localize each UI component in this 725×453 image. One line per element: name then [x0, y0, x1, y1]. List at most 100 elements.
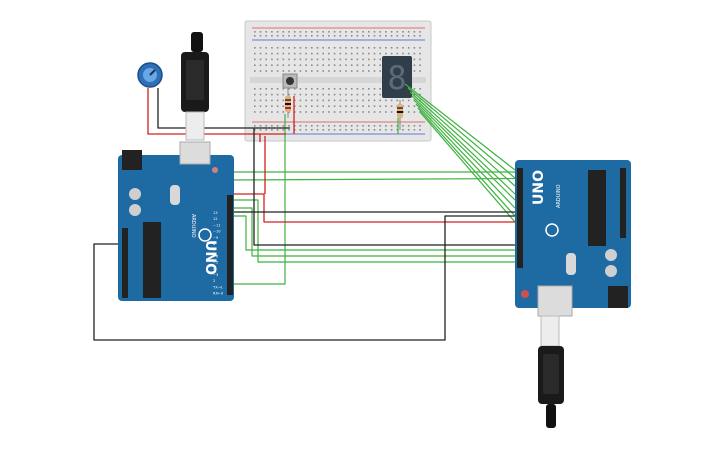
- breadboard-hole: [265, 125, 267, 127]
- breadboard-hole: [413, 52, 416, 55]
- breadboard-hole: [259, 105, 262, 107]
- breadboard-hole: [368, 58, 370, 61]
- breadboard-hole: [305, 70, 307, 72]
- breadboard-hole: [293, 64, 296, 66]
- breadboard-hole: [379, 52, 381, 55]
- breadboard-hole: [413, 64, 416, 66]
- breadboard-hole: [282, 35, 285, 37]
- breadboard-hole: [339, 88, 342, 90]
- breadboard-hole: [407, 52, 410, 55]
- breadboard-hole: [419, 31, 421, 33]
- breadboard-hole: [356, 125, 359, 127]
- breadboard-hole: [259, 64, 262, 66]
- breadboard-hole: [299, 31, 302, 33]
- breadboard-hole: [385, 35, 387, 37]
- breadboard-hole: [328, 99, 330, 102]
- breadboard-hole: [288, 70, 290, 72]
- breadboard-hole: [350, 105, 353, 107]
- breadboard-hole: [390, 35, 393, 37]
- breadboard-hole: [356, 47, 359, 49]
- breadboard-hole: [254, 88, 256, 90]
- breadboard-hole: [419, 35, 421, 37]
- breadboard-hole: [271, 52, 273, 55]
- breadboard-hole: [345, 70, 347, 72]
- breadboard-hole: [316, 88, 319, 90]
- breadboard-hole: [328, 93, 330, 96]
- breadboard-hole: [282, 105, 285, 107]
- breadboard-hole: [362, 105, 364, 107]
- breadboard-hole: [345, 58, 347, 61]
- breadboard-hole: [265, 111, 267, 113]
- breadboard-hole: [293, 58, 296, 61]
- breadboard-hole: [333, 129, 336, 131]
- breadboard-hole: [288, 64, 290, 66]
- potentiometer[interactable]: [137, 62, 163, 88]
- breadboard-hole: [368, 125, 370, 127]
- breadboard-hole: [339, 111, 342, 113]
- breadboard-hole: [368, 47, 370, 49]
- breadboard-hole: [305, 93, 307, 96]
- breadboard-hole: [328, 47, 330, 49]
- breadboard-hole: [305, 31, 307, 33]
- breadboard-hole: [328, 125, 330, 127]
- breadboard-hole: [305, 99, 307, 102]
- breadboard-hole: [396, 31, 399, 33]
- breadboard-hole: [288, 31, 290, 33]
- breadboard-hole: [350, 70, 353, 72]
- breadboard-hole: [265, 105, 267, 107]
- breadboard-hole: [271, 58, 273, 61]
- breadboard-hole: [254, 129, 256, 131]
- breadboard-hole: [316, 31, 319, 33]
- arduino-uno-right: UNO ARDUINO: [515, 160, 631, 317]
- breadboard-hole: [419, 58, 421, 61]
- breadboard-hole: [276, 31, 279, 33]
- breadboard-hole: [402, 35, 404, 37]
- board-model-label: UNO: [531, 170, 547, 205]
- breadboard-hole: [333, 47, 336, 49]
- breadboard-hole: [373, 88, 376, 90]
- breadboard-hole: [316, 93, 319, 96]
- digital-pin-label: ~5: [213, 261, 218, 265]
- breadboard-hole: [368, 99, 370, 102]
- breadboard-hole: [373, 93, 376, 96]
- breadboard-hole: [322, 47, 324, 49]
- breadboard-hole: [402, 125, 404, 127]
- breadboard-hole: [322, 88, 324, 90]
- breadboard-hole: [345, 52, 347, 55]
- breadboard-hole: [311, 88, 313, 90]
- breadboard-hole: [276, 93, 279, 96]
- breadboard-hole: [322, 105, 324, 107]
- breadboard-hole: [419, 93, 421, 96]
- push-button[interactable]: [282, 73, 298, 89]
- breadboard-hole: [362, 70, 364, 72]
- breadboard-hole: [413, 47, 416, 49]
- breadboard-hole: [311, 99, 313, 102]
- breadboard-hole: [373, 111, 376, 113]
- breadboard-hole: [276, 88, 279, 90]
- breadboard-hole: [328, 129, 330, 131]
- breadboard-hole: [259, 70, 262, 72]
- breadboard-hole: [356, 64, 359, 66]
- breadboard-hole: [379, 47, 381, 49]
- breadboard-hole: [271, 31, 273, 33]
- breadboard-hole: [339, 47, 342, 49]
- breadboard-hole: [328, 111, 330, 113]
- breadboard-hole: [339, 58, 342, 61]
- breadboard-hole: [373, 31, 376, 33]
- breadboard-hole: [345, 93, 347, 96]
- breadboard-hole: [419, 70, 421, 72]
- breadboard-hole: [254, 52, 256, 55]
- breadboard-hole: [350, 93, 353, 96]
- breadboard-hole: [385, 52, 387, 55]
- breadboard-hole: [282, 64, 285, 66]
- breadboard-hole: [339, 129, 342, 131]
- breadboard-hole: [419, 129, 421, 131]
- breadboard-hole: [350, 52, 353, 55]
- breadboard-hole: [368, 35, 370, 37]
- breadboard-hole: [390, 105, 393, 107]
- breadboard-hole: [350, 35, 353, 37]
- breadboard-hole: [379, 31, 381, 33]
- breadboard-hole: [333, 35, 336, 37]
- breadboard-hole: [379, 70, 381, 72]
- breadboard-hole: [373, 35, 376, 37]
